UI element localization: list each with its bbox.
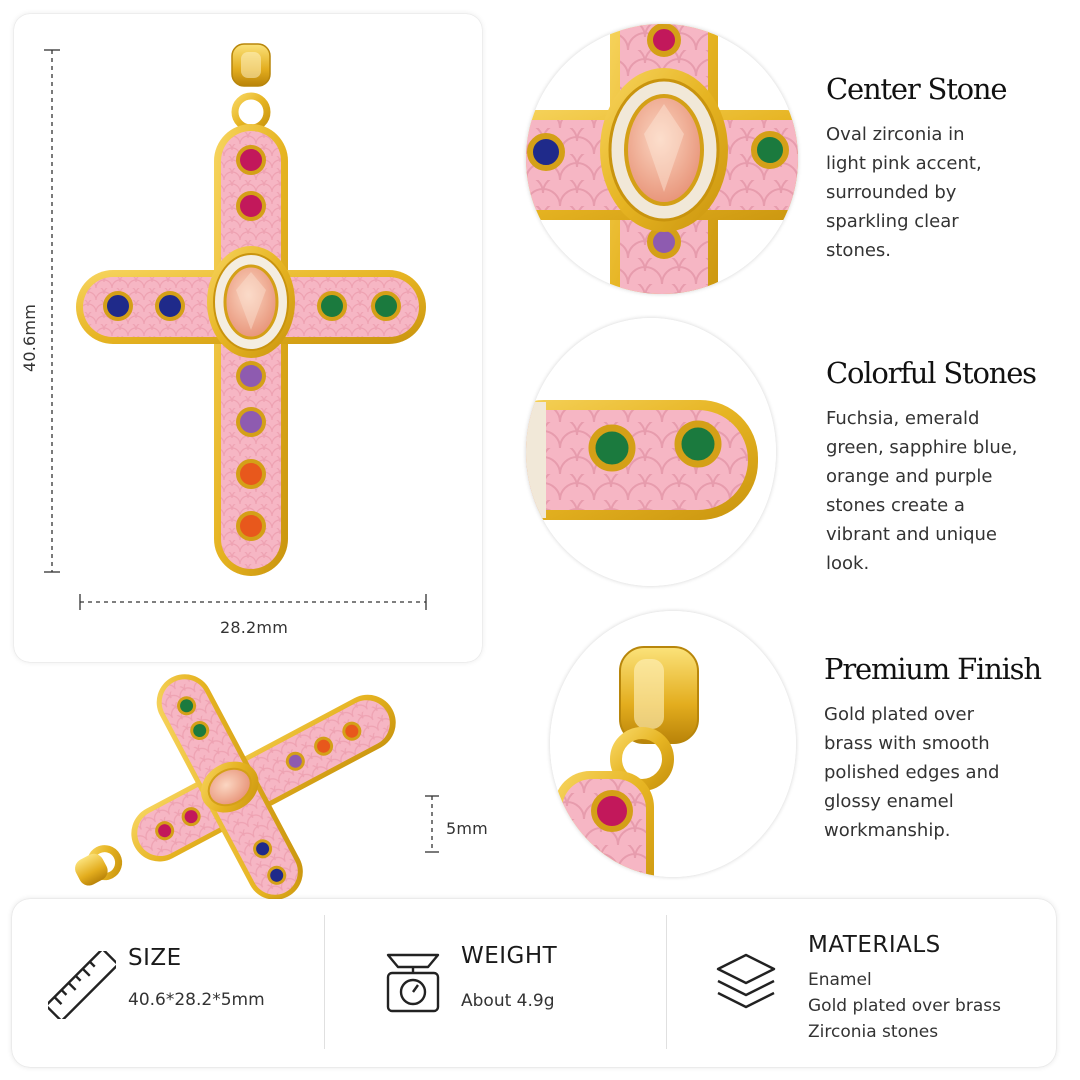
feature-description: Oval zirconia in light pink accent, surr… [826, 124, 982, 261]
feature-description: Fuchsia, emerald green, sapphire blue, o… [826, 408, 1018, 574]
feature-center-stone: Center Stone Oval zirconia in light pink… [826, 72, 1066, 265]
layers-icon [716, 953, 776, 1009]
feature-colorful-stones: Colorful Stones Fuchsia, emerald green, … [826, 356, 1066, 578]
feature-description: Gold plated over brass with smooth polis… [824, 704, 1000, 841]
height-dimension-label: 40.6mm [20, 304, 39, 372]
materials-item: Gold plated over brass [808, 996, 1001, 1016]
weight-value: About 4.9g [461, 991, 555, 1011]
materials-title: MATERIALS [808, 932, 941, 958]
width-dimension-label: 28.2mm [220, 618, 288, 637]
feature-premium-finish: Premium Finish Gold plated over brass wi… [824, 652, 1064, 845]
materials-item: Enamel [808, 970, 872, 990]
materials-item: Zirconia stones [808, 1022, 939, 1042]
spec-divider [666, 915, 667, 1049]
spec-bar: SIZE 40.6*28.2*5mm WEIGHT About 4.9g MAT… [12, 899, 1056, 1067]
feature-title: Colorful Stones [826, 356, 1037, 390]
center-stone-closeup [526, 24, 798, 294]
size-title: SIZE [128, 945, 182, 971]
feature-title: Center Stone [826, 72, 1008, 106]
spec-divider [324, 915, 325, 1049]
scale-icon [386, 953, 440, 1013]
main-product-card [14, 14, 482, 662]
depth-dimension-label: 5mm [446, 819, 488, 838]
colorful-stones-closeup [526, 318, 776, 586]
depth-dimension-line [425, 795, 439, 853]
weight-title: WEIGHT [461, 943, 558, 969]
size-value: 40.6*28.2*5mm [128, 990, 265, 1010]
materials-list: Enamel Gold plated over brass Zirconia s… [808, 967, 1001, 1045]
feature-title: Premium Finish [824, 652, 1042, 686]
premium-finish-closeup [550, 611, 796, 877]
ruler-icon [48, 951, 116, 1019]
